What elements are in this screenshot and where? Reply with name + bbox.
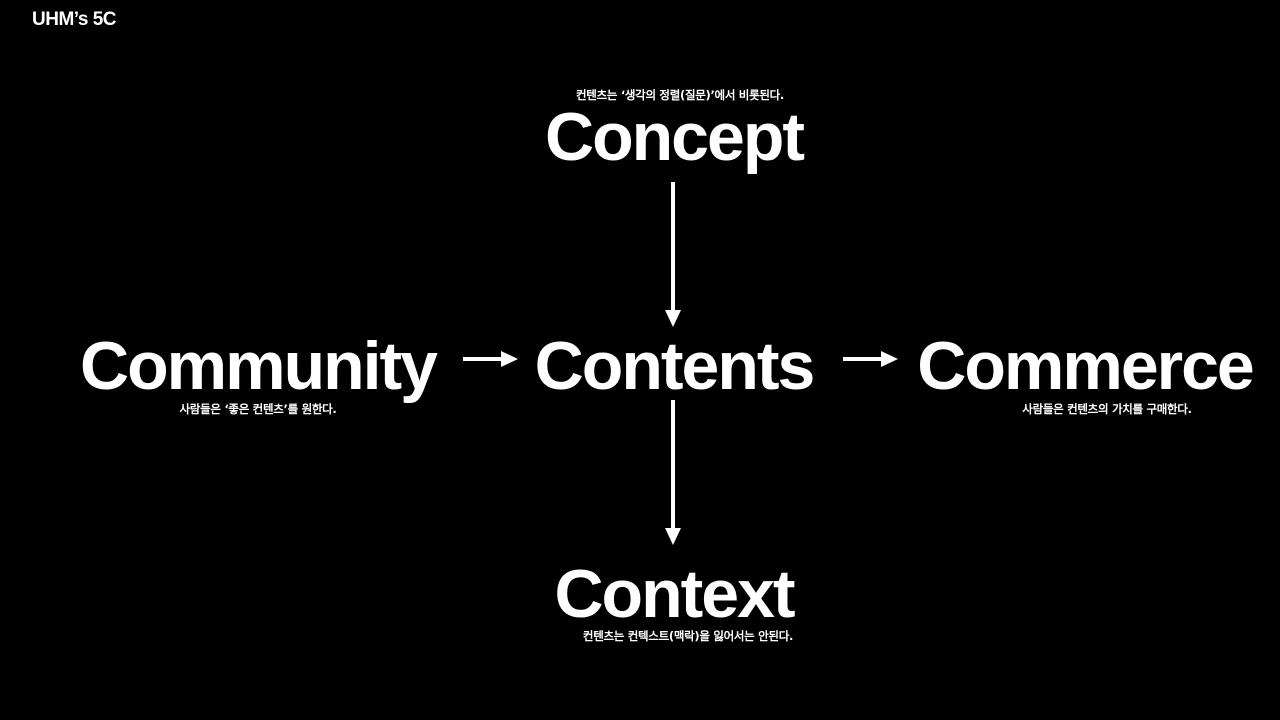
contents-node: Contents xyxy=(534,328,816,404)
arrow-community-to-contents xyxy=(463,351,518,367)
concept-caption: 컨텐츠는 ‘생각의 정렬(질문)’에서 비롯된다. xyxy=(576,88,784,102)
community-node: Community xyxy=(80,328,438,404)
commerce-caption: 사람들은 컨텐츠의 가치를 구매한다. xyxy=(1022,402,1192,416)
commerce-node: Commerce xyxy=(917,328,1255,404)
arrow-contents-to-commerce xyxy=(843,351,898,367)
arrow-contents-to-context xyxy=(665,400,681,545)
concept-node: Concept xyxy=(545,99,805,175)
context-caption: 컨텐츠는 컨텍스트(맥락)을 잃어서는 안된다. xyxy=(582,629,794,643)
slide-title: UHM’s 5C xyxy=(32,9,116,30)
arrow-concept-to-contents xyxy=(665,182,681,327)
context-node: Context xyxy=(554,556,795,632)
community-caption: 사람들은 ‘좋은 컨텐츠’를 원한다. xyxy=(179,402,337,416)
